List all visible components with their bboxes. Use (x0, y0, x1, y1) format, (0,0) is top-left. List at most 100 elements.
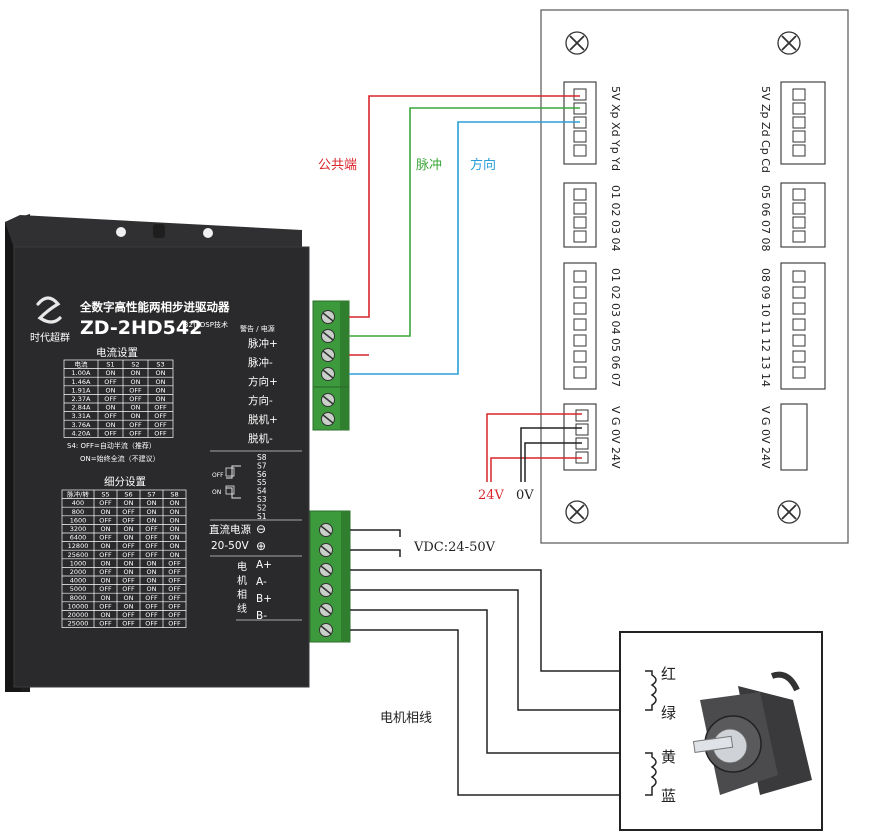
dip-switch-label: S2 (257, 503, 267, 512)
table-cell: 1.91A (72, 386, 91, 394)
table-cell: 25600 (68, 551, 89, 559)
table-cell: ON (170, 516, 180, 524)
table-cell: ON (131, 378, 141, 386)
table-cell: OFF (145, 602, 158, 610)
s4-note-2: ON=始终全流（不建议） (80, 454, 160, 463)
table-cell: ON (131, 369, 141, 377)
table-cell: ON (147, 577, 157, 585)
table-cell: 8000 (70, 594, 87, 602)
table-cell: 1000 (70, 559, 87, 567)
dip-on-label: ON (212, 489, 221, 496)
screw-icon (777, 31, 801, 55)
table-cell: ON (170, 542, 180, 550)
table-cell: OFF (145, 594, 158, 602)
dip-switch-label: S4 (257, 487, 267, 496)
dip-switch-label: S3 (257, 495, 267, 504)
table-cell: OFF (154, 412, 167, 420)
controller-terminal-block-right-1 (780, 81, 826, 165)
table-cell: OFF (145, 525, 158, 533)
pulse-wire (349, 107, 580, 337)
table-cell: OFF (122, 577, 135, 585)
table-header-cell: S6 (124, 491, 132, 499)
table-cell: OFF (145, 620, 158, 628)
direction-wire-label: 方向 (470, 157, 496, 173)
controller-terminal-block-left-1 (563, 81, 597, 165)
terminal-screw-icon (321, 393, 335, 407)
dip-switch-label: S6 (257, 470, 267, 479)
table-cell: OFF (168, 577, 181, 585)
table-cell: ON (106, 404, 116, 412)
table-cell: OFF (99, 568, 112, 576)
table-cell: ON (101, 508, 111, 516)
pulse-wire-label: 脉冲 (416, 158, 442, 173)
table-cell: OFF (122, 508, 135, 516)
table-cell: ON (101, 542, 111, 550)
table-cell: OFF (122, 611, 135, 619)
v0-wire-a (520, 427, 582, 482)
motor-terminal-b-plus: B+ (256, 593, 272, 605)
table-cell: OFF (104, 429, 117, 437)
table-cell: OFF (168, 568, 181, 576)
table-cell: 2.84A (72, 404, 91, 412)
pin-label-block2-left: 01 02 03 04 (609, 185, 622, 251)
table-cell: 400 (72, 499, 84, 507)
common-wire-label: 公共端 (318, 158, 357, 173)
motor-phase-vertical-2: 机 (237, 574, 247, 587)
motor-terminal-a-minus: A- (256, 576, 267, 588)
table-cell: OFF (104, 412, 117, 420)
dc-power-label: 直流电源 (209, 523, 251, 536)
table-cell: OFF (145, 551, 158, 559)
table-cell: 20000 (68, 611, 89, 619)
dc-power-range: 20-50V (211, 540, 250, 552)
terminal-screw-icon (321, 367, 335, 381)
alarm-power-label: 警告 / 电源 (240, 324, 275, 333)
table-cell: 1.00A (72, 369, 91, 377)
table-cell: OFF (129, 395, 142, 403)
table-cell: 1600 (70, 516, 87, 524)
terminal-label-pulse-minus: 脉冲- (248, 356, 273, 369)
table-cell: ON (131, 412, 141, 420)
terminal-label-enable-plus: 脱机+ (248, 413, 278, 426)
signal-wires (349, 95, 580, 375)
table-cell: ON (156, 369, 166, 377)
table-cell: ON (101, 559, 111, 567)
table-cell: ON (106, 369, 116, 377)
dip-switch-label: S7 (257, 461, 267, 470)
table-cell: ON (124, 534, 134, 542)
dip-switch-label: S5 (257, 478, 267, 487)
table-cell: OFF (168, 620, 181, 628)
table-cell: ON (170, 525, 180, 533)
stepper-driver: 时代超群 全数字高性能两相步进驱动器 ZD-2HD542 32位DSP技术 警告… (5, 214, 351, 692)
terminal-screw-icon (319, 563, 333, 577)
screw-icon (565, 31, 589, 55)
driver-brand: 时代超群 (30, 331, 70, 344)
table-header-cell: 电流 (75, 360, 89, 369)
table-cell: OFF (99, 585, 112, 593)
table-cell: ON (101, 594, 111, 602)
driver-dsp-note: 32位DSP技术 (184, 320, 228, 329)
pin-label-block4-left: V G 0V 24V (609, 406, 622, 469)
table-cell: 3200 (70, 525, 87, 533)
table-cell: ON (124, 525, 134, 533)
table-cell: 1.46A (72, 378, 91, 386)
table-cell: ON (101, 525, 111, 533)
table-cell: OFF (168, 594, 181, 602)
table-cell: OFF (122, 542, 135, 550)
table-cell: OFF (99, 602, 112, 610)
table-cell: 6400 (70, 534, 87, 542)
table-cell: ON (170, 499, 180, 507)
table-cell: OFF (99, 551, 112, 559)
table-cell: OFF (145, 611, 158, 619)
screw-icon (777, 500, 801, 524)
wire-color-red: 红 (661, 665, 676, 683)
table-cell: OFF (99, 620, 112, 628)
controller-terminal-block-right-2 (780, 182, 826, 248)
table-border (63, 359, 174, 438)
table-cell: ON (147, 568, 157, 576)
v24-wire-b (490, 457, 582, 482)
terminal-label-pulse-plus: 脉冲+ (248, 337, 278, 350)
table-cell: OFF (168, 559, 181, 567)
terminal-screw-icon (319, 523, 333, 537)
